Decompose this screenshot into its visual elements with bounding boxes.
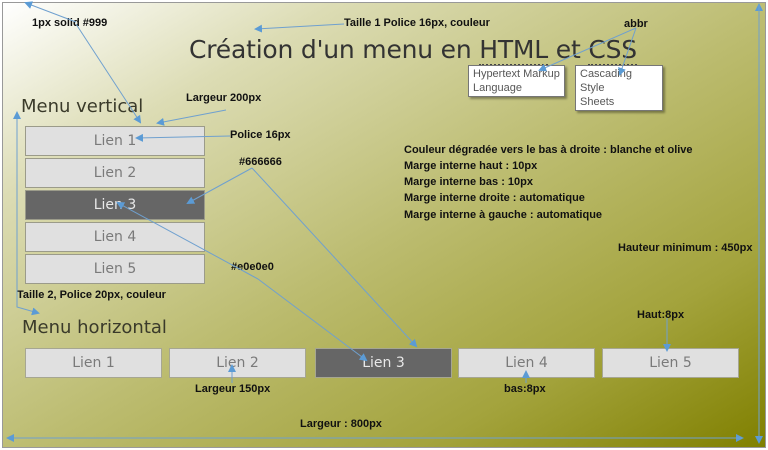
vertical-menu-heading: Menu vertical (21, 96, 144, 117)
horizontal-menu-link-5[interactable]: Lien 5 (602, 348, 739, 378)
annotation-title-style: Taille 1 Police 16px, couleur (344, 17, 490, 29)
horizontal-menu-link-1[interactable]: Lien 1 (25, 348, 162, 378)
annotation-color-666: #666666 (239, 156, 282, 168)
tooltip-line: Cascading Style (580, 68, 632, 94)
annotation-font-16: Police 16px (230, 129, 291, 141)
annotation-top-8: Haut:8px (637, 309, 685, 321)
vertical-menu-link-2[interactable]: Lien 2 (25, 158, 205, 188)
vertical-menu-link-4[interactable]: Lien 4 (25, 222, 205, 252)
horizontal-menu-link-3[interactable]: Lien 3 (315, 348, 452, 378)
vertical-menu-link-1[interactable]: Lien 1 (25, 126, 205, 156)
page-title: Création d'un menu en HTML et CSS (189, 35, 637, 66)
tooltip-html: Hypertext Markup Language (468, 65, 565, 97)
tooltip-line: Hypertext Markup (473, 68, 560, 80)
annotation-padding-top: Marge interne haut : 10px (404, 160, 538, 172)
annotation-padding-bottom: Marge interne bas : 10px (404, 176, 533, 188)
abbr-css[interactable]: CSS (588, 35, 637, 66)
horizontal-menu-link-4[interactable]: Lien 4 (458, 348, 595, 378)
annotation-abbr: abbr (624, 18, 648, 30)
annotation-bottom-8: bas:8px (504, 383, 546, 395)
abbr-html[interactable]: HTML (479, 35, 549, 66)
annotation-padding-left: Marge interne à gauche : automatique (404, 209, 603, 221)
tooltip-line: Language (473, 82, 522, 94)
annotation-gradient: Couleur dégradée vers le bas à droite : … (404, 144, 693, 156)
vertical-menu: Lien 1 Lien 2 Lien 3 Lien 4 Lien 5 (25, 126, 205, 286)
vertical-menu-link-5[interactable]: Lien 5 (25, 254, 205, 284)
horizontal-menu-link-2[interactable]: Lien 2 (169, 348, 306, 378)
vertical-menu-link-3[interactable]: Lien 3 (25, 190, 205, 220)
annotation-h2-style: Taille 2, Police 20px, couleur (17, 289, 166, 301)
annotation-width-150: Largeur 150px (195, 383, 271, 395)
title-text-mid: et (548, 35, 589, 64)
annotation-width-800: Largeur : 800px (300, 418, 382, 430)
annotation-width-200: Largeur 200px (186, 92, 262, 104)
annotation-min-height: Hauteur minimum : 450px (618, 242, 753, 254)
tooltip-line: Sheets (580, 96, 615, 108)
annotation-padding-right: Marge interne droite : automatique (404, 192, 585, 204)
title-text: Création d'un menu en (189, 35, 480, 64)
tooltip-css: Cascading Style Sheets (575, 65, 663, 111)
horizontal-menu-heading: Menu horizontal (22, 317, 167, 338)
annotation-color-e0: #e0e0e0 (231, 261, 274, 273)
annotation-border: 1px solid #999 (32, 17, 108, 29)
